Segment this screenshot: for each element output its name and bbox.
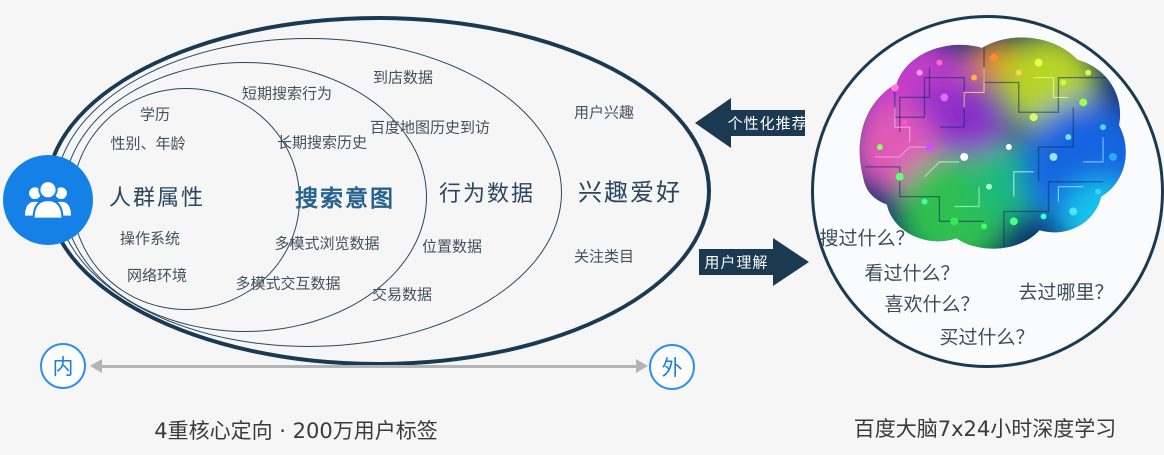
axis-outer-label: 外 xyxy=(661,356,683,380)
ring-item-store-visit: 到店数据 xyxy=(372,68,434,87)
axis-inner-badge: 内 xyxy=(40,343,86,389)
question-liked: 喜欢什么？ xyxy=(884,293,980,316)
right-block-arrow-icon xyxy=(699,238,809,286)
ring-label-interests: 兴趣爱好 xyxy=(578,178,682,207)
ring-item-short-term-search: 短期搜索行为 xyxy=(241,84,333,103)
axis-arrowhead-left-icon xyxy=(90,359,102,373)
axis-inner-label: 内 xyxy=(52,355,74,379)
axis-outer-badge: 外 xyxy=(649,344,695,390)
ring-item-user-interest: 用户兴趣 xyxy=(573,103,635,122)
ring-item-education: 学历 xyxy=(139,105,171,124)
ring-item-maps-history: 百度地图历史到访 xyxy=(369,118,491,137)
ring-item-location-data: 位置数据 xyxy=(421,237,483,256)
axis-line xyxy=(101,365,636,368)
ring-item-browse-data: 多模式浏览数据 xyxy=(274,234,380,253)
arrow-recommendation-label: 个性化推荐 xyxy=(727,114,808,133)
arrow-user-understanding: 用户理解 xyxy=(699,236,809,288)
axis-arrowhead-right-icon xyxy=(636,359,648,373)
ring-item-followed-categories: 关注类目 xyxy=(573,247,635,266)
question-visited: 去过哪里？ xyxy=(1018,281,1114,304)
brain-circle xyxy=(811,15,1164,368)
circuit-brain-image xyxy=(859,37,1126,249)
ring-item-network: 网络环境 xyxy=(126,266,188,285)
question-bought: 买过什么？ xyxy=(939,326,1035,349)
people-group-icon xyxy=(17,167,79,233)
question-searched: 搜过什么？ xyxy=(819,227,915,250)
ring-item-gender-age: 性别、年龄 xyxy=(110,134,186,153)
ring-label-search-intent: 搜索意图 xyxy=(295,186,395,212)
caption-baidu-brain: 百度大脑7x24小时深度学习 xyxy=(853,417,1117,441)
question-viewed: 看过什么？ xyxy=(864,262,960,285)
ring-label-demographics: 人群属性 xyxy=(108,186,206,211)
arrow-personalized-recommendation: 个性化推荐 xyxy=(695,96,808,150)
caption-targeting: 4重核心定向 · 200万用户标签 xyxy=(154,419,438,443)
left-block-arrow-icon xyxy=(695,98,805,148)
ring-item-os: 操作系统 xyxy=(119,229,181,248)
ring-item-interaction-data: 多模式交互数据 xyxy=(235,274,341,293)
arrow-understanding-label: 用户理解 xyxy=(704,253,769,272)
ring-label-behavior: 行为数据 xyxy=(438,182,536,207)
ring-item-transaction-data: 交易数据 xyxy=(371,285,433,304)
ring-item-long-term-search: 长期搜索历史 xyxy=(276,133,368,152)
audience-badge xyxy=(3,155,93,245)
